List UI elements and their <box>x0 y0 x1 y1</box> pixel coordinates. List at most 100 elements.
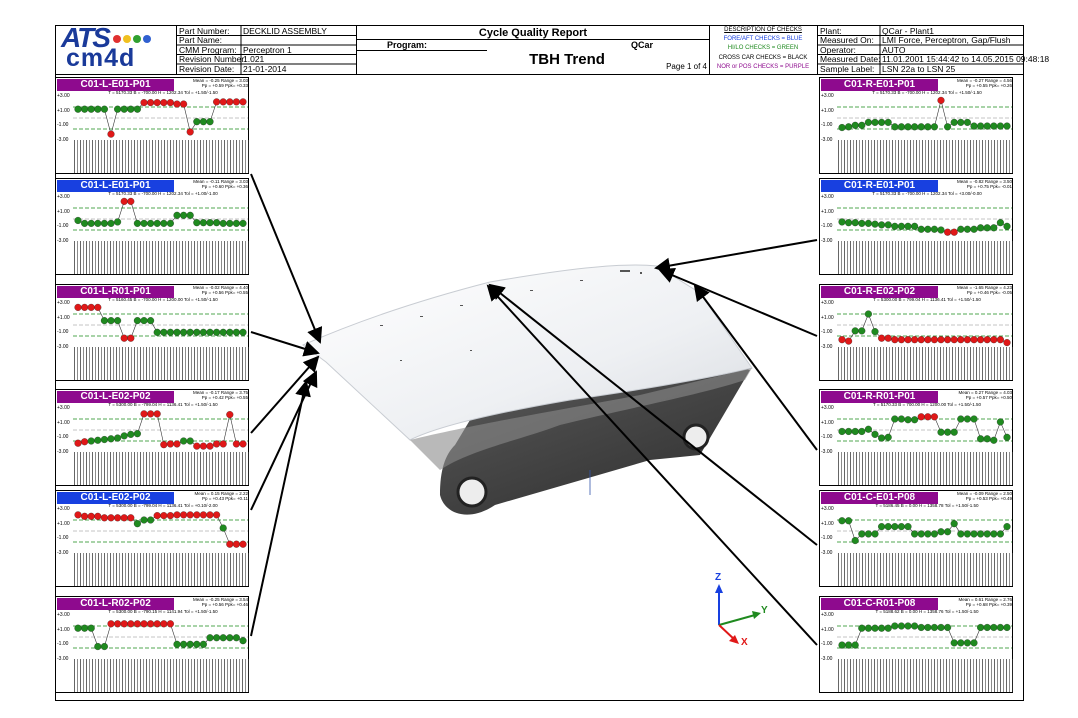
data-point <box>911 530 919 538</box>
data-point <box>166 99 174 107</box>
data-point <box>878 118 886 126</box>
trend-chart <box>837 622 1012 649</box>
data-point <box>127 105 135 113</box>
panel-title: C01-L-E02-P02 <box>57 492 174 504</box>
data-point <box>1003 222 1011 230</box>
axis-label: -1.00 <box>57 641 69 648</box>
data-point <box>107 219 115 227</box>
panel-mean-range: Mean = -0.09 Range = 2.50 <box>956 491 1012 496</box>
program-value: QCar <box>630 40 653 50</box>
data-point <box>100 105 108 113</box>
trend-chart <box>837 207 1012 236</box>
data-point <box>970 530 978 538</box>
data-point <box>186 328 194 336</box>
data-point <box>219 98 227 106</box>
data-point <box>858 121 866 129</box>
data-point <box>232 219 240 227</box>
axis-label: +1.00 <box>821 107 834 114</box>
data-point <box>891 523 899 531</box>
trend-chart <box>73 620 248 651</box>
axis-triad: Z Y X <box>705 572 785 650</box>
cmm-program-value: Perceptron 1 <box>243 45 292 55</box>
axis-label: +3.00 <box>821 612 834 618</box>
data-point <box>114 434 122 442</box>
data-point <box>858 219 866 227</box>
data-point <box>864 530 872 538</box>
axis-label: -3.00 <box>57 656 69 662</box>
data-point <box>100 219 108 227</box>
data-point <box>153 328 161 336</box>
data-point <box>977 224 985 232</box>
panel-pp-ppk: Pp = +0.56 Ppk= +0.55 <box>201 290 248 295</box>
data-point <box>232 440 240 448</box>
data-point <box>180 511 188 519</box>
data-point <box>930 413 938 421</box>
data-point <box>851 536 859 545</box>
measured-on-value: LMI Force, Perceptron, Gap/Flush <box>882 35 1011 45</box>
logo-dots-icon <box>112 32 152 44</box>
data-point <box>147 410 155 418</box>
data-point <box>127 620 135 628</box>
data-point <box>871 624 879 632</box>
data-point <box>1003 623 1011 632</box>
data-point <box>153 99 161 107</box>
report-title: Cycle Quality Report <box>478 27 588 39</box>
axis-label: +1.00 <box>57 626 70 633</box>
data-point <box>838 218 846 226</box>
panel-pp-ppk: Pp = +0.56 Ppk= +0.46 <box>201 602 248 607</box>
data-point <box>193 219 201 227</box>
data-point <box>193 442 201 450</box>
measured-date-value: 11.01.2001 15:44:42 to 14.05.2015 09:48:… <box>882 54 1050 64</box>
panel-title: C01-L-E02-P02 <box>57 391 174 403</box>
data-point <box>944 123 952 131</box>
panel-pp-ppk: Pp = +0.55 Ppk= +0.26 <box>965 83 1012 88</box>
report-header: ATS cm4d Part Number: DECKLID ASSEMBLY P… <box>55 22 1050 75</box>
data-point <box>140 410 148 418</box>
data-point <box>884 433 892 441</box>
axis-label: +3.00 <box>57 93 70 99</box>
data-point <box>950 118 958 126</box>
panel-tolerance: T = 5300.00 B = -790.15 H = 1141.94 Tol … <box>108 609 218 614</box>
data-point <box>911 336 919 344</box>
data-point <box>944 428 952 436</box>
data-point <box>186 437 194 445</box>
data-point <box>87 437 95 445</box>
data-point <box>140 219 148 227</box>
axis-label: -3.00 <box>57 238 69 244</box>
data-point <box>133 317 141 325</box>
data-point <box>983 122 991 130</box>
data-point <box>957 530 965 538</box>
data-point <box>213 328 221 336</box>
logo-cm4d-text: cm4d <box>66 44 136 72</box>
data-point <box>140 317 148 325</box>
data-point <box>996 623 1004 632</box>
data-point <box>845 517 853 525</box>
trend-chart <box>837 310 1012 347</box>
axis-label: +1.00 <box>57 419 70 426</box>
data-point <box>937 528 945 536</box>
sample-label-value: LSN 22a to LSN 25 <box>882 64 956 74</box>
axis-label: -3.00 <box>57 550 69 556</box>
panel-mean-range: Mean = -0.11 Range = 3.03 <box>193 179 248 184</box>
data-point <box>970 336 978 344</box>
data-point <box>81 512 89 520</box>
data-point <box>930 123 938 131</box>
check-foreaft: FORE/AFT CHECKS = BLUE <box>723 36 803 42</box>
data-point <box>133 105 141 113</box>
data-point <box>107 435 115 443</box>
data-point <box>213 511 221 519</box>
